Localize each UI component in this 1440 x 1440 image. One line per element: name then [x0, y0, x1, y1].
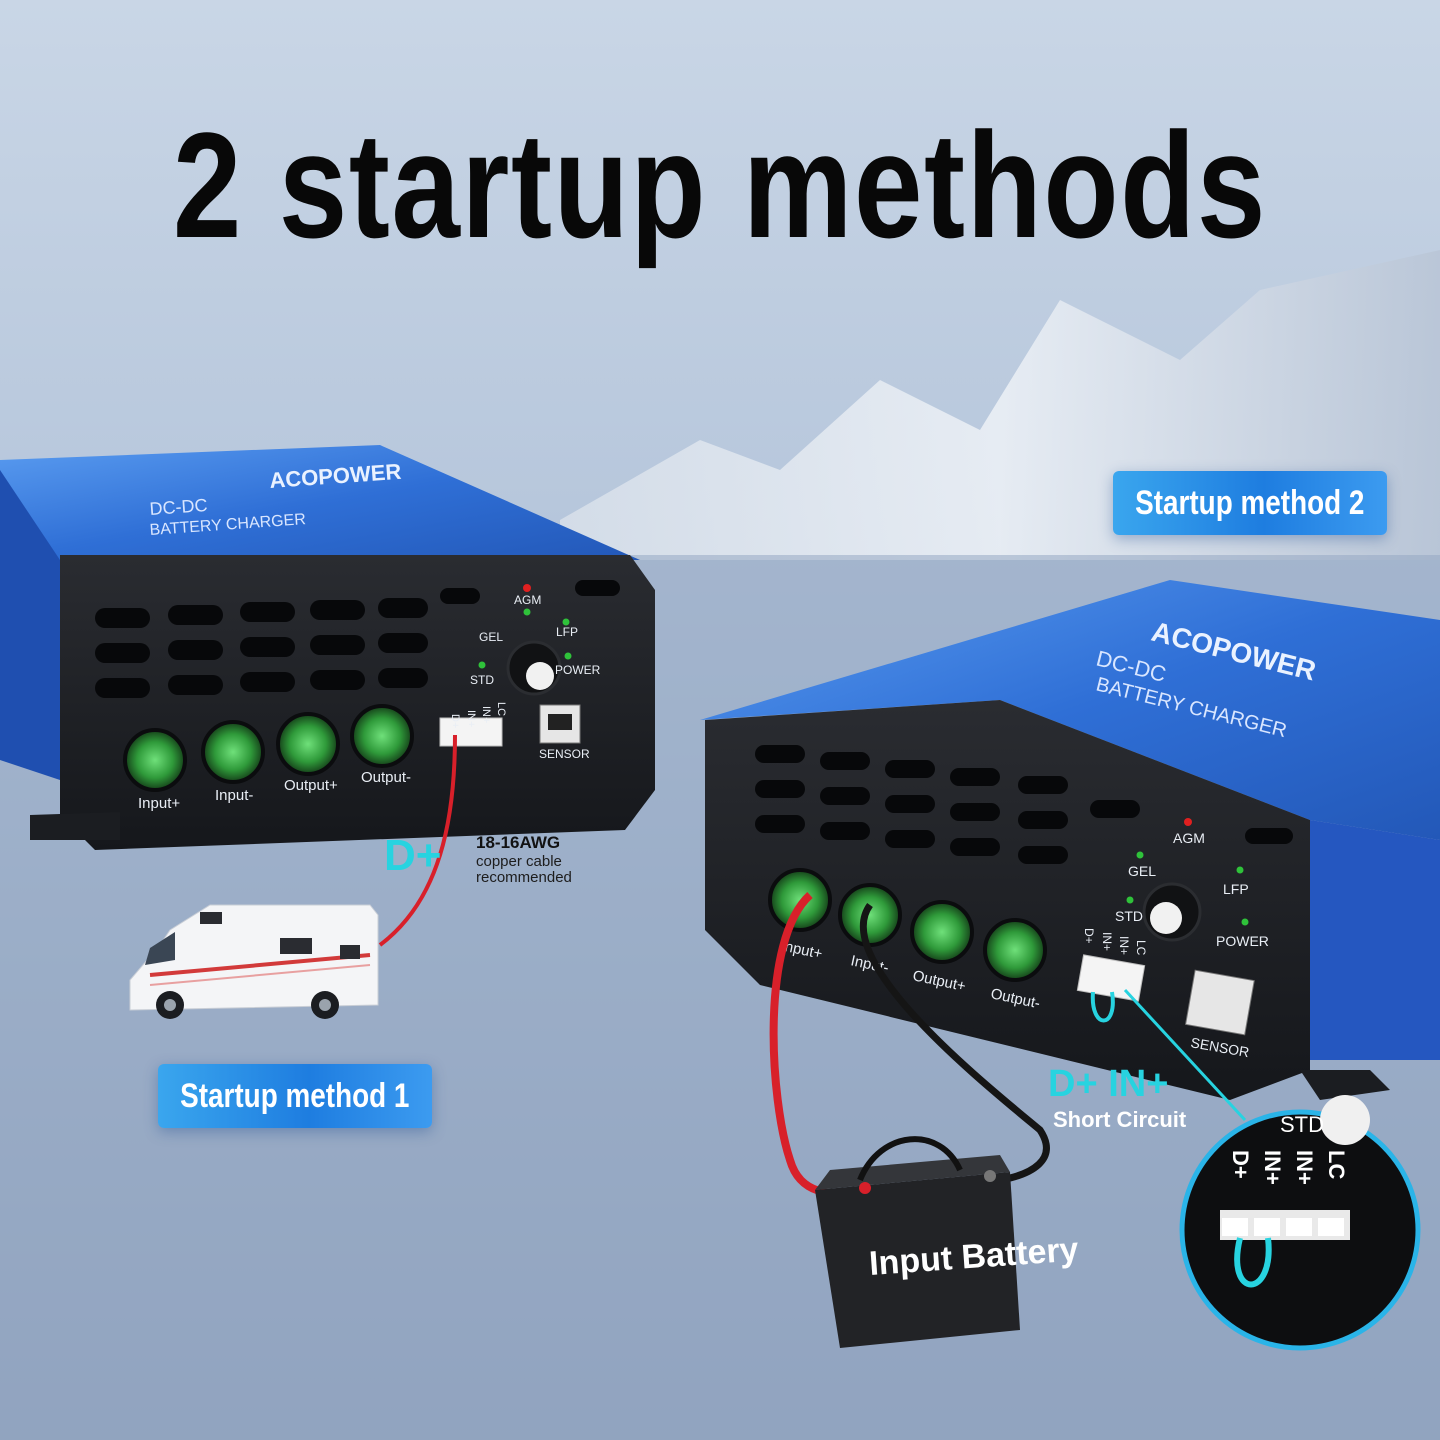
startup-method-2-badge: Startup method 2 [1113, 471, 1387, 535]
sensor-port-right [1185, 969, 1255, 1036]
input-battery-icon [815, 1136, 1020, 1348]
mode-dial-knob-left [526, 662, 554, 690]
led-power-left [564, 652, 572, 660]
zoom-pin-in-plus-2: IN+ [1292, 1150, 1317, 1185]
zoom-pointer-line [1123, 988, 1247, 1122]
led-power-right [1241, 918, 1249, 926]
led-std-right [1126, 896, 1134, 904]
pin-in-plus-2-left: IN+ [480, 706, 492, 723]
led-std-left [478, 661, 486, 669]
pin-in-plus-1-right: IN+ [1100, 932, 1114, 951]
charger-right: ACOPOWER DC-DC BATTERY CHARGER Input+ In… [700, 580, 1440, 1100]
label-agm-left: AGM [514, 593, 541, 607]
vent-slots-right [755, 745, 1293, 864]
pin-in-plus-2-right: IN+ [1117, 936, 1131, 955]
led-lfp-left [562, 618, 570, 626]
led-gel-left [523, 608, 531, 616]
charger-left-front-panel [60, 555, 655, 850]
label-std-left: STD [470, 673, 494, 687]
label-gel-left: GEL [479, 630, 503, 644]
zoom-inset [1179, 1095, 1421, 1351]
label-power-right: POWER [1216, 933, 1269, 949]
mounting-foot-left [30, 812, 120, 840]
label-input-neg-left: Input- [215, 787, 253, 804]
startup-method-1-badge: Startup method 1 [158, 1064, 432, 1128]
label-lfp-left: LFP [556, 625, 578, 639]
vent-slots-left [95, 580, 620, 698]
mode-dial-knob-right [1150, 902, 1182, 934]
motorhome-icon [129, 904, 379, 1019]
pin-d-plus-left: D+ [449, 714, 461, 728]
label-sensor-left: SENSOR [539, 747, 590, 761]
label-output-neg-left: Output- [361, 769, 411, 786]
label-input-pos-left: Input+ [138, 795, 180, 812]
cable-spec-gauge: 18-16AWG [476, 833, 560, 852]
pin-terminal-block-right [1076, 954, 1146, 1002]
charger-left-side-panel [0, 470, 60, 780]
startup-method-2-label: Startup method 2 [1135, 483, 1365, 522]
pin-lc-right: LC [1134, 940, 1148, 956]
led-agm-right [1184, 818, 1192, 826]
label-agm-right: AGM [1173, 830, 1205, 846]
short-circuit-subtitle: Short Circuit [1053, 1107, 1187, 1132]
product-line1-left: DC-DC [149, 495, 208, 519]
short-circuit-title: D+ IN+ [1048, 1063, 1168, 1105]
terminal-group-left [123, 704, 414, 792]
label-lfp-right: LFP [1223, 881, 1249, 897]
label-power-left: POWER [555, 663, 601, 677]
startup-method-1-label: Startup method 1 [180, 1076, 410, 1115]
battery-negative-cable [859, 902, 1050, 1184]
pin-lc-left: LC [495, 702, 507, 716]
charger-right-top-panel [700, 580, 1440, 840]
zoom-pin-d-plus: D+ [1228, 1150, 1253, 1179]
charger-right-side-panel [1300, 820, 1440, 1060]
jumper-loop-right [1090, 991, 1115, 1023]
label-std-right: STD [1115, 908, 1143, 924]
mounting-foot-right [1300, 1070, 1390, 1100]
sensor-port-left [539, 704, 581, 744]
led-gel-right [1136, 851, 1144, 859]
charger-left: ACOPOWER DC-DC BATTERY CHARGER Input+ In… [0, 445, 655, 850]
charger-left-top-panel [0, 445, 640, 560]
led-lfp-right [1236, 866, 1244, 874]
label-gel-right: GEL [1128, 863, 1156, 879]
led-agm-left [523, 584, 531, 592]
cable-spec-note: recommended [476, 869, 572, 886]
pin-d-plus-right: D+ [1082, 928, 1096, 944]
label-output-pos-left: Output+ [284, 777, 338, 794]
d-plus-wire-label: D+ [384, 831, 441, 880]
zoom-pin-in-plus-1: IN+ [1260, 1150, 1285, 1185]
zoom-label-std: STD [1280, 1112, 1324, 1137]
pin-in-plus-1-left: IN+ [465, 710, 477, 727]
d-plus-wire [378, 734, 457, 947]
zoom-pin-lc: LC [1324, 1150, 1349, 1179]
cable-spec-material: copper cable [476, 853, 562, 870]
page-headline: 2 startup methods [172, 101, 1268, 269]
pin-terminal-block-left [439, 717, 503, 747]
